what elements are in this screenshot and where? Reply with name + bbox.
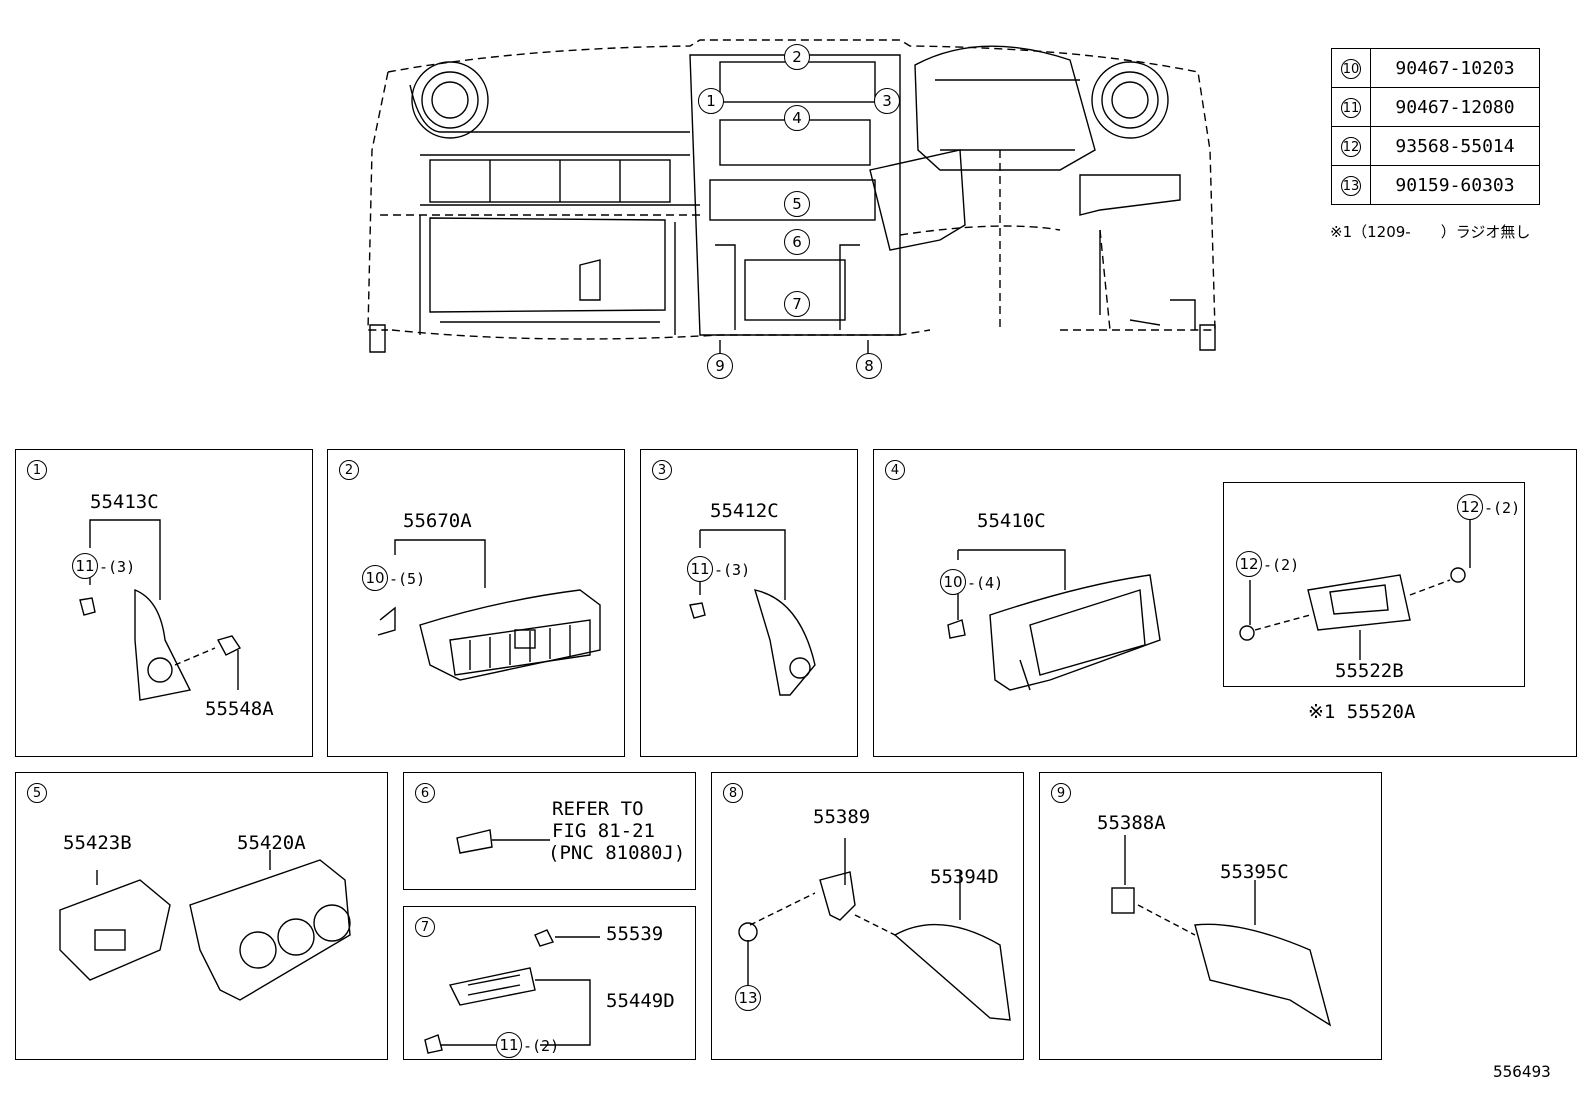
- code-part-number: 90467-12080: [1370, 87, 1540, 127]
- table-row: 11 90467-12080: [1331, 87, 1540, 127]
- detail-panel-7: [403, 906, 696, 1060]
- table-row: 10 90467-10203: [1331, 48, 1540, 88]
- screw-callout-12[interactable]: 12: [1457, 494, 1483, 520]
- detail-panel-5: [15, 772, 388, 1060]
- radio-footnote: ※1（1209- ）ラジオ無し: [1330, 223, 1531, 241]
- detail-panel-9: [1039, 772, 1382, 1060]
- part-label[interactable]: 55413C: [90, 491, 159, 513]
- panel-4-number: 4: [885, 460, 905, 480]
- overview-callout-1[interactable]: 1: [698, 88, 724, 114]
- refer-text: (PNC 81080J): [548, 842, 686, 864]
- code-part-number: 90467-10203: [1370, 48, 1540, 88]
- fastener-callout-13[interactable]: 13: [735, 985, 761, 1011]
- code-ref-10: 10: [1341, 59, 1361, 80]
- part-label[interactable]: 55389: [813, 806, 871, 828]
- part-label[interactable]: 55423B: [63, 832, 132, 854]
- part-label[interactable]: 55420A: [237, 832, 306, 854]
- radio-subassembly-box: [1223, 482, 1525, 687]
- quantity-label: -(2): [523, 1037, 560, 1055]
- overview-callout-9[interactable]: 9: [707, 353, 733, 379]
- panel-8-number: 8: [723, 783, 743, 803]
- detail-panel-6: [403, 772, 696, 890]
- quantity-label: -(3): [99, 558, 136, 576]
- part-label[interactable]: 55522B: [1335, 660, 1404, 682]
- code-ref-13: 13: [1341, 176, 1361, 197]
- part-label[interactable]: 55412C: [710, 500, 779, 522]
- panel-2-number: 2: [339, 460, 359, 480]
- overview-callout-3[interactable]: 3: [874, 88, 900, 114]
- quantity-label: -(4): [967, 574, 1004, 592]
- overview-callout-5[interactable]: 5: [784, 191, 810, 217]
- table-row: 13 90159-60303: [1331, 165, 1540, 205]
- fastener-callout-10[interactable]: 10: [362, 565, 388, 591]
- quantity-label: -(5): [389, 570, 426, 588]
- panel-9-number: 9: [1051, 783, 1071, 803]
- code-ref-12: 12: [1341, 137, 1361, 158]
- overview-callout-6[interactable]: 6: [784, 229, 810, 255]
- overview-callout-8[interactable]: 8: [856, 353, 882, 379]
- table-row: 12 93568-55014: [1331, 126, 1540, 166]
- part-label[interactable]: 55394D: [930, 866, 999, 888]
- refer-text[interactable]: FIG 81-21: [552, 820, 655, 842]
- fastener-code-table: 10 90467-10203 11 90467-12080 12 93568-5…: [1331, 48, 1540, 205]
- detail-panel-8: [711, 772, 1024, 1060]
- code-part-number: 90159-60303: [1370, 165, 1540, 205]
- part-label[interactable]: 55395C: [1220, 861, 1289, 883]
- fastener-callout-10[interactable]: 10: [940, 569, 966, 595]
- fastener-callout-11[interactable]: 11: [687, 556, 713, 582]
- quantity-label: -(2): [1263, 556, 1300, 574]
- part-label[interactable]: 55539: [606, 923, 664, 945]
- part-label[interactable]: 55548A: [205, 698, 274, 720]
- panel-7-number: 7: [415, 917, 435, 937]
- detail-panel-1: [15, 449, 313, 757]
- diagram-id: 556493: [1493, 1062, 1551, 1081]
- panel-5-number: 5: [27, 783, 47, 803]
- part-label[interactable]: 55410C: [977, 510, 1046, 532]
- part-label[interactable]: ※1 55520A: [1308, 701, 1416, 723]
- refer-text: REFER TO: [552, 798, 644, 820]
- detail-panel-2: [327, 449, 625, 757]
- fastener-callout-11[interactable]: 11: [496, 1032, 522, 1058]
- overview-callout-4[interactable]: 4: [784, 105, 810, 131]
- fastener-callout-11[interactable]: 11: [72, 553, 98, 579]
- panel-3-number: 3: [652, 460, 672, 480]
- code-part-number: 93568-55014: [1370, 126, 1540, 166]
- part-label[interactable]: 55449D: [606, 990, 675, 1012]
- detail-panel-4: [873, 449, 1577, 757]
- quantity-label: -(2): [1484, 499, 1521, 517]
- quantity-label: -(3): [714, 561, 751, 579]
- part-label[interactable]: 55388A: [1097, 812, 1166, 834]
- part-label[interactable]: 55670A: [403, 510, 472, 532]
- screw-callout-12[interactable]: 12: [1236, 551, 1262, 577]
- panel-6-number: 6: [415, 783, 435, 803]
- panel-1-number: 1: [27, 460, 47, 480]
- detail-panel-3: [640, 449, 858, 757]
- overview-callout-7[interactable]: 7: [784, 291, 810, 317]
- code-ref-11: 11: [1341, 98, 1361, 119]
- overview-callout-2[interactable]: 2: [784, 44, 810, 70]
